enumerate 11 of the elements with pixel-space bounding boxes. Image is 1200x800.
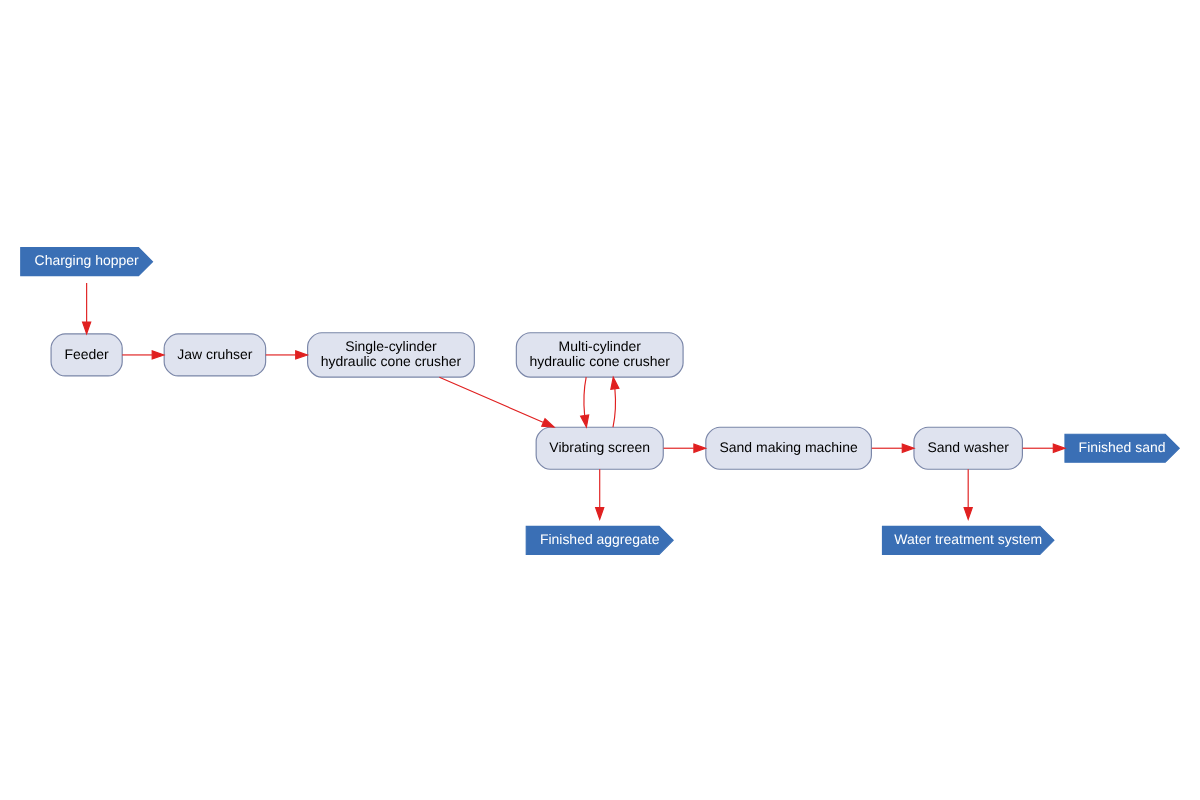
- arrow: [662, 442, 708, 453]
- arrow: [265, 349, 310, 359]
- arrow: [438, 375, 556, 427]
- arrow: [594, 467, 605, 521]
- arrow: [610, 374, 620, 427]
- arrow: [579, 375, 590, 428]
- arrow: [963, 467, 974, 521]
- arrow: [81, 281, 92, 335]
- arrow: [1022, 442, 1067, 453]
- arrow: [871, 442, 916, 453]
- arrow: [121, 349, 166, 359]
